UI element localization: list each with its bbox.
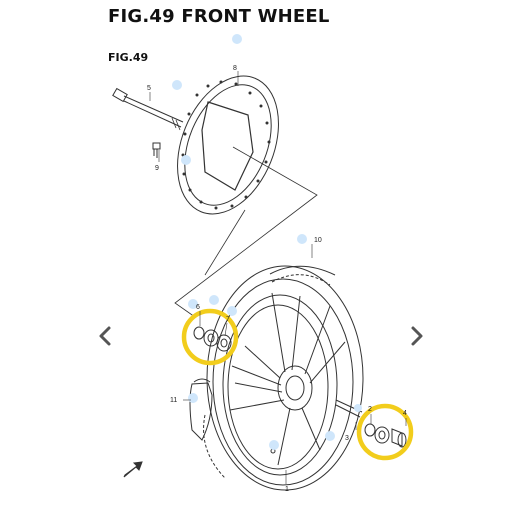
callout-10[interactable]: 10: [314, 237, 322, 244]
callout-4[interactable]: 4: [403, 410, 407, 417]
fork-part[interactable]: [189, 378, 213, 441]
left-bearing-part[interactable]: [193, 326, 232, 352]
callout-2[interactable]: 2: [368, 406, 372, 413]
front-wheel-part[interactable]: [203, 265, 364, 491]
chevron-left-icon: [99, 326, 111, 346]
figure-label: FIG.49: [108, 51, 149, 64]
previous-arrow-button[interactable]: [94, 324, 118, 348]
callout-9[interactable]: 9: [155, 165, 159, 172]
callout-5[interactable]: 5: [147, 85, 151, 92]
chevron-right-icon: [411, 326, 423, 346]
callout-11[interactable]: 11: [170, 397, 177, 404]
next-arrow-button[interactable]: [404, 324, 428, 348]
small-screw-part[interactable]: [152, 142, 161, 158]
callout-1[interactable]: 1: [285, 486, 289, 493]
front-arrow-icon: [123, 461, 143, 478]
callout-8[interactable]: 8: [233, 65, 237, 72]
page-title: FIG.49 FRONT WHEEL: [108, 6, 330, 27]
right-bearing-highlight[interactable]: [356, 403, 414, 461]
callout-6[interactable]: 6: [196, 304, 200, 311]
hotspot-markers[interactable]: [172, 34, 362, 450]
right-bearing-part[interactable]: [364, 423, 407, 448]
left-bearing-highlight[interactable]: [181, 308, 239, 366]
disc-bolt-part[interactable]: [112, 87, 184, 131]
callout-3[interactable]: 3: [345, 435, 349, 442]
brake-disc-part[interactable]: [158, 61, 297, 229]
callout-7[interactable]: 7: [226, 316, 230, 323]
